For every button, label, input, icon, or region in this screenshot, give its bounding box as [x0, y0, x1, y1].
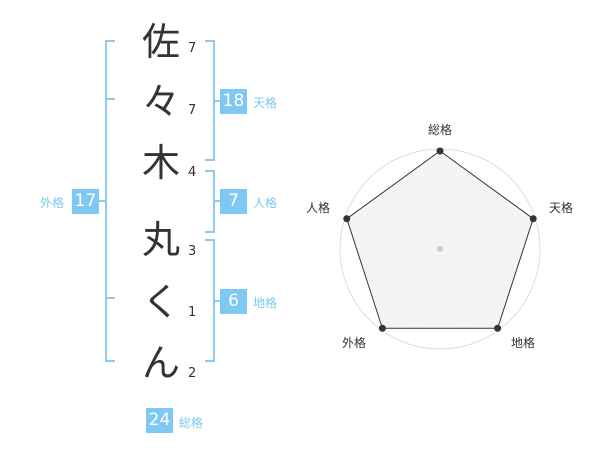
jinkaku-bracket-connector	[214, 200, 220, 202]
stroke-count-5: 1	[188, 305, 197, 320]
name-char-3: 木	[141, 141, 180, 185]
gaikaku-bracket-tick-bottom	[105, 297, 115, 299]
tenkaku-bracket-connector	[214, 100, 220, 102]
name-char-2: 々	[141, 80, 180, 124]
name-char-6: ん	[141, 341, 180, 385]
radar-axis-label-chikaku: 地格	[511, 335, 535, 350]
radar-point-3	[494, 324, 502, 332]
stroke-count-2: 7	[188, 103, 197, 118]
soukaku-label: 総格	[179, 416, 204, 430]
radar-axis-label-soukaku: 総格	[428, 122, 452, 137]
gaikaku-bracket	[105, 40, 115, 362]
jinkaku-label: 人格	[253, 196, 278, 210]
jinkaku-badge: 7	[220, 189, 247, 214]
stroke-count-6: 2	[188, 366, 197, 381]
radar-point-5	[343, 215, 351, 223]
gaikaku-label: 外格	[40, 196, 65, 210]
radar-point-2	[529, 215, 537, 223]
stroke-count-1: 7	[188, 41, 197, 56]
stroke-count-4: 3	[188, 244, 197, 259]
name-char-5: く	[141, 280, 180, 324]
soukaku-badge: 24	[146, 408, 173, 433]
radar-point-1	[436, 147, 444, 155]
gaikaku-bracket-connector	[98, 200, 106, 202]
radar-axis-label-tenkaku: 天格	[549, 200, 573, 215]
chikaku-badge: 6	[220, 289, 247, 314]
name-char-4: 丸	[141, 218, 180, 262]
tenkaku-label: 天格	[253, 96, 278, 110]
radar-axis-label-jinkaku: 人格	[306, 200, 330, 215]
gaikaku-badge: 17	[72, 189, 99, 214]
radar-axis-label-gaikaku: 外格	[342, 335, 366, 350]
radar-point-4	[378, 324, 386, 332]
name-char-1: 佐	[141, 20, 180, 64]
chikaku-bracket-connector	[214, 300, 220, 302]
radar-points	[343, 147, 537, 332]
tenkaku-badge: 18	[220, 89, 247, 114]
stroke-count-3: 4	[188, 165, 197, 180]
gaikaku-bracket-tick-top	[105, 98, 115, 100]
chikaku-label: 地格	[253, 296, 278, 310]
radar-area	[346, 150, 534, 329]
radar-center-dot	[437, 246, 443, 252]
